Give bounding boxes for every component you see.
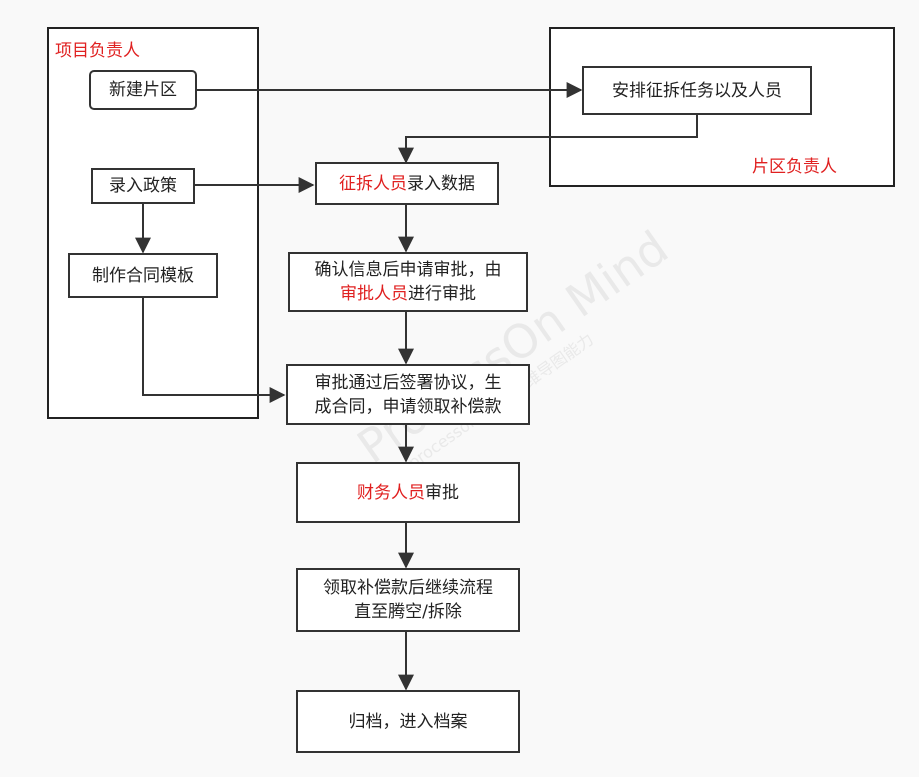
node-confirm-line1: 确认信息后申请审批，由 bbox=[314, 260, 502, 280]
node-enter-data-label: 征拆人员录入数据 bbox=[339, 172, 475, 196]
node-make-template[interactable]: 制作合同模板 bbox=[68, 253, 218, 298]
node-sign-line2: 成合同，申请领取补偿款 bbox=[314, 396, 502, 417]
node-new-area[interactable]: 新建片区 bbox=[89, 70, 197, 110]
node-enter-data[interactable]: 征拆人员录入数据 bbox=[315, 162, 499, 205]
node-make-template-label: 制作合同模板 bbox=[92, 265, 194, 286]
node-archive[interactable]: 归档，进入档案 bbox=[296, 690, 520, 753]
node-finance-role: 财务人员 bbox=[357, 482, 425, 503]
node-assign-task[interactable]: 安排征拆任务以及人员 bbox=[582, 66, 812, 115]
node-finance[interactable]: 财务人员审批 bbox=[296, 462, 520, 523]
node-sign[interactable]: 审批通过后签署协议，生 成合同，申请领取补偿款 bbox=[286, 364, 530, 425]
edge-assign-to-enter-data bbox=[398, 115, 698, 164]
node-sign-line1: 审批通过后签署协议，生 bbox=[314, 372, 502, 393]
node-enter-policy-label: 录入政策 bbox=[109, 176, 177, 196]
lane-project-lead-label: 项目负责人 bbox=[55, 41, 140, 61]
node-enter-policy[interactable]: 录入政策 bbox=[91, 168, 195, 204]
node-enter-data-role: 征拆人员 bbox=[339, 173, 407, 194]
node-confirm-role: 审批人员 bbox=[340, 284, 408, 304]
node-confirm-line2: 审批人员进行审批 bbox=[340, 282, 476, 306]
node-confirm-action: 进行审批 bbox=[408, 284, 476, 304]
node-finance-action: 审批 bbox=[425, 482, 459, 503]
lane-area-lead-label: 片区负责人 bbox=[752, 157, 837, 177]
node-new-area-label: 新建片区 bbox=[109, 80, 177, 100]
edge-template-to-sign bbox=[142, 298, 286, 403]
node-finance-label: 财务人员审批 bbox=[357, 481, 459, 505]
node-continue-line1: 领取补偿款后继续流程 bbox=[323, 578, 493, 598]
node-assign-task-label: 安排征拆任务以及人员 bbox=[612, 80, 782, 101]
node-enter-data-action: 录入数据 bbox=[407, 173, 475, 194]
node-archive-label: 归档，进入档案 bbox=[348, 711, 468, 732]
node-confirm[interactable]: 确认信息后申请审批，由 审批人员进行审批 bbox=[288, 252, 528, 312]
node-continue-line2: 直至腾空/拆除 bbox=[354, 602, 462, 622]
node-continue[interactable]: 领取补偿款后继续流程 直至腾空/拆除 bbox=[296, 568, 520, 632]
